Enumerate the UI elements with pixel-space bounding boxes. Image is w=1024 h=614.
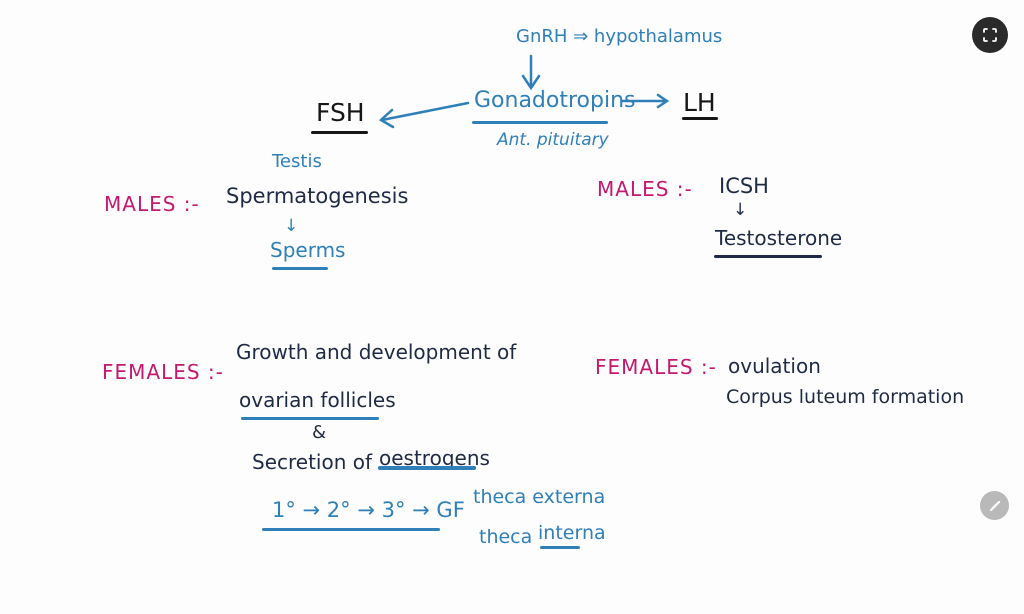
exit-fullscreen-button[interactable] bbox=[972, 17, 1008, 53]
down-arrow-sperm: ↓ bbox=[284, 216, 299, 236]
oestrogens-underline bbox=[378, 466, 476, 470]
testosterone-underline bbox=[714, 255, 822, 258]
follicle-stages-underline bbox=[262, 528, 440, 531]
ovarian-follicles-text: ovarian follicles bbox=[239, 388, 396, 412]
sperms-text: Sperms bbox=[270, 238, 346, 262]
follicle-stages-text: 1° → 2° → 3° → GF bbox=[272, 498, 465, 522]
icsh-text: ICSH bbox=[719, 174, 769, 198]
secretion-text: Secretion of bbox=[252, 450, 373, 474]
fsh-underline bbox=[311, 131, 368, 134]
fsh-label: FSH bbox=[316, 98, 365, 127]
males-label-lh: MALES :- bbox=[597, 177, 693, 201]
edit-button[interactable] bbox=[980, 491, 1009, 520]
testis-label: Testis bbox=[272, 151, 322, 172]
gonadotropins-underline bbox=[472, 121, 608, 124]
females-label-lh: FEMALES :- bbox=[595, 355, 717, 379]
down-arrow-testosterone: ↓ bbox=[733, 200, 748, 220]
ovulation-text: ovulation bbox=[728, 354, 821, 378]
oestrogens-text: oestrogens bbox=[379, 446, 490, 470]
gonadotropins-label: Gonadotropins bbox=[474, 88, 636, 113]
interna-underline bbox=[540, 546, 580, 549]
corpus-luteum-text: Corpus luteum formation bbox=[726, 386, 965, 408]
testosterone-text: Testosterone bbox=[715, 226, 843, 250]
males-label-fsh: MALES :- bbox=[104, 192, 200, 216]
females-label-fsh: FEMALES :- bbox=[102, 360, 224, 384]
pencil-icon bbox=[989, 500, 1000, 511]
sperms-underline bbox=[272, 267, 328, 270]
ovarian-follicles-underline bbox=[241, 417, 379, 420]
gnrh-note: GnRH ⇒ hypothalamus bbox=[516, 26, 723, 47]
growth-development-text: Growth and development of bbox=[236, 340, 517, 364]
interna-text: interna bbox=[538, 522, 606, 544]
theca-externa-text: theca externa bbox=[473, 486, 606, 508]
theca-text: theca bbox=[479, 526, 533, 548]
ant-pituitary-label: Ant. pituitary bbox=[497, 130, 609, 150]
lh-label: LH bbox=[683, 88, 716, 117]
spermatogenesis-text: Spermatogenesis bbox=[226, 184, 409, 208]
fullscreen-exit-icon bbox=[983, 28, 997, 42]
lh-underline bbox=[682, 117, 718, 120]
ampersand: & bbox=[312, 422, 327, 443]
